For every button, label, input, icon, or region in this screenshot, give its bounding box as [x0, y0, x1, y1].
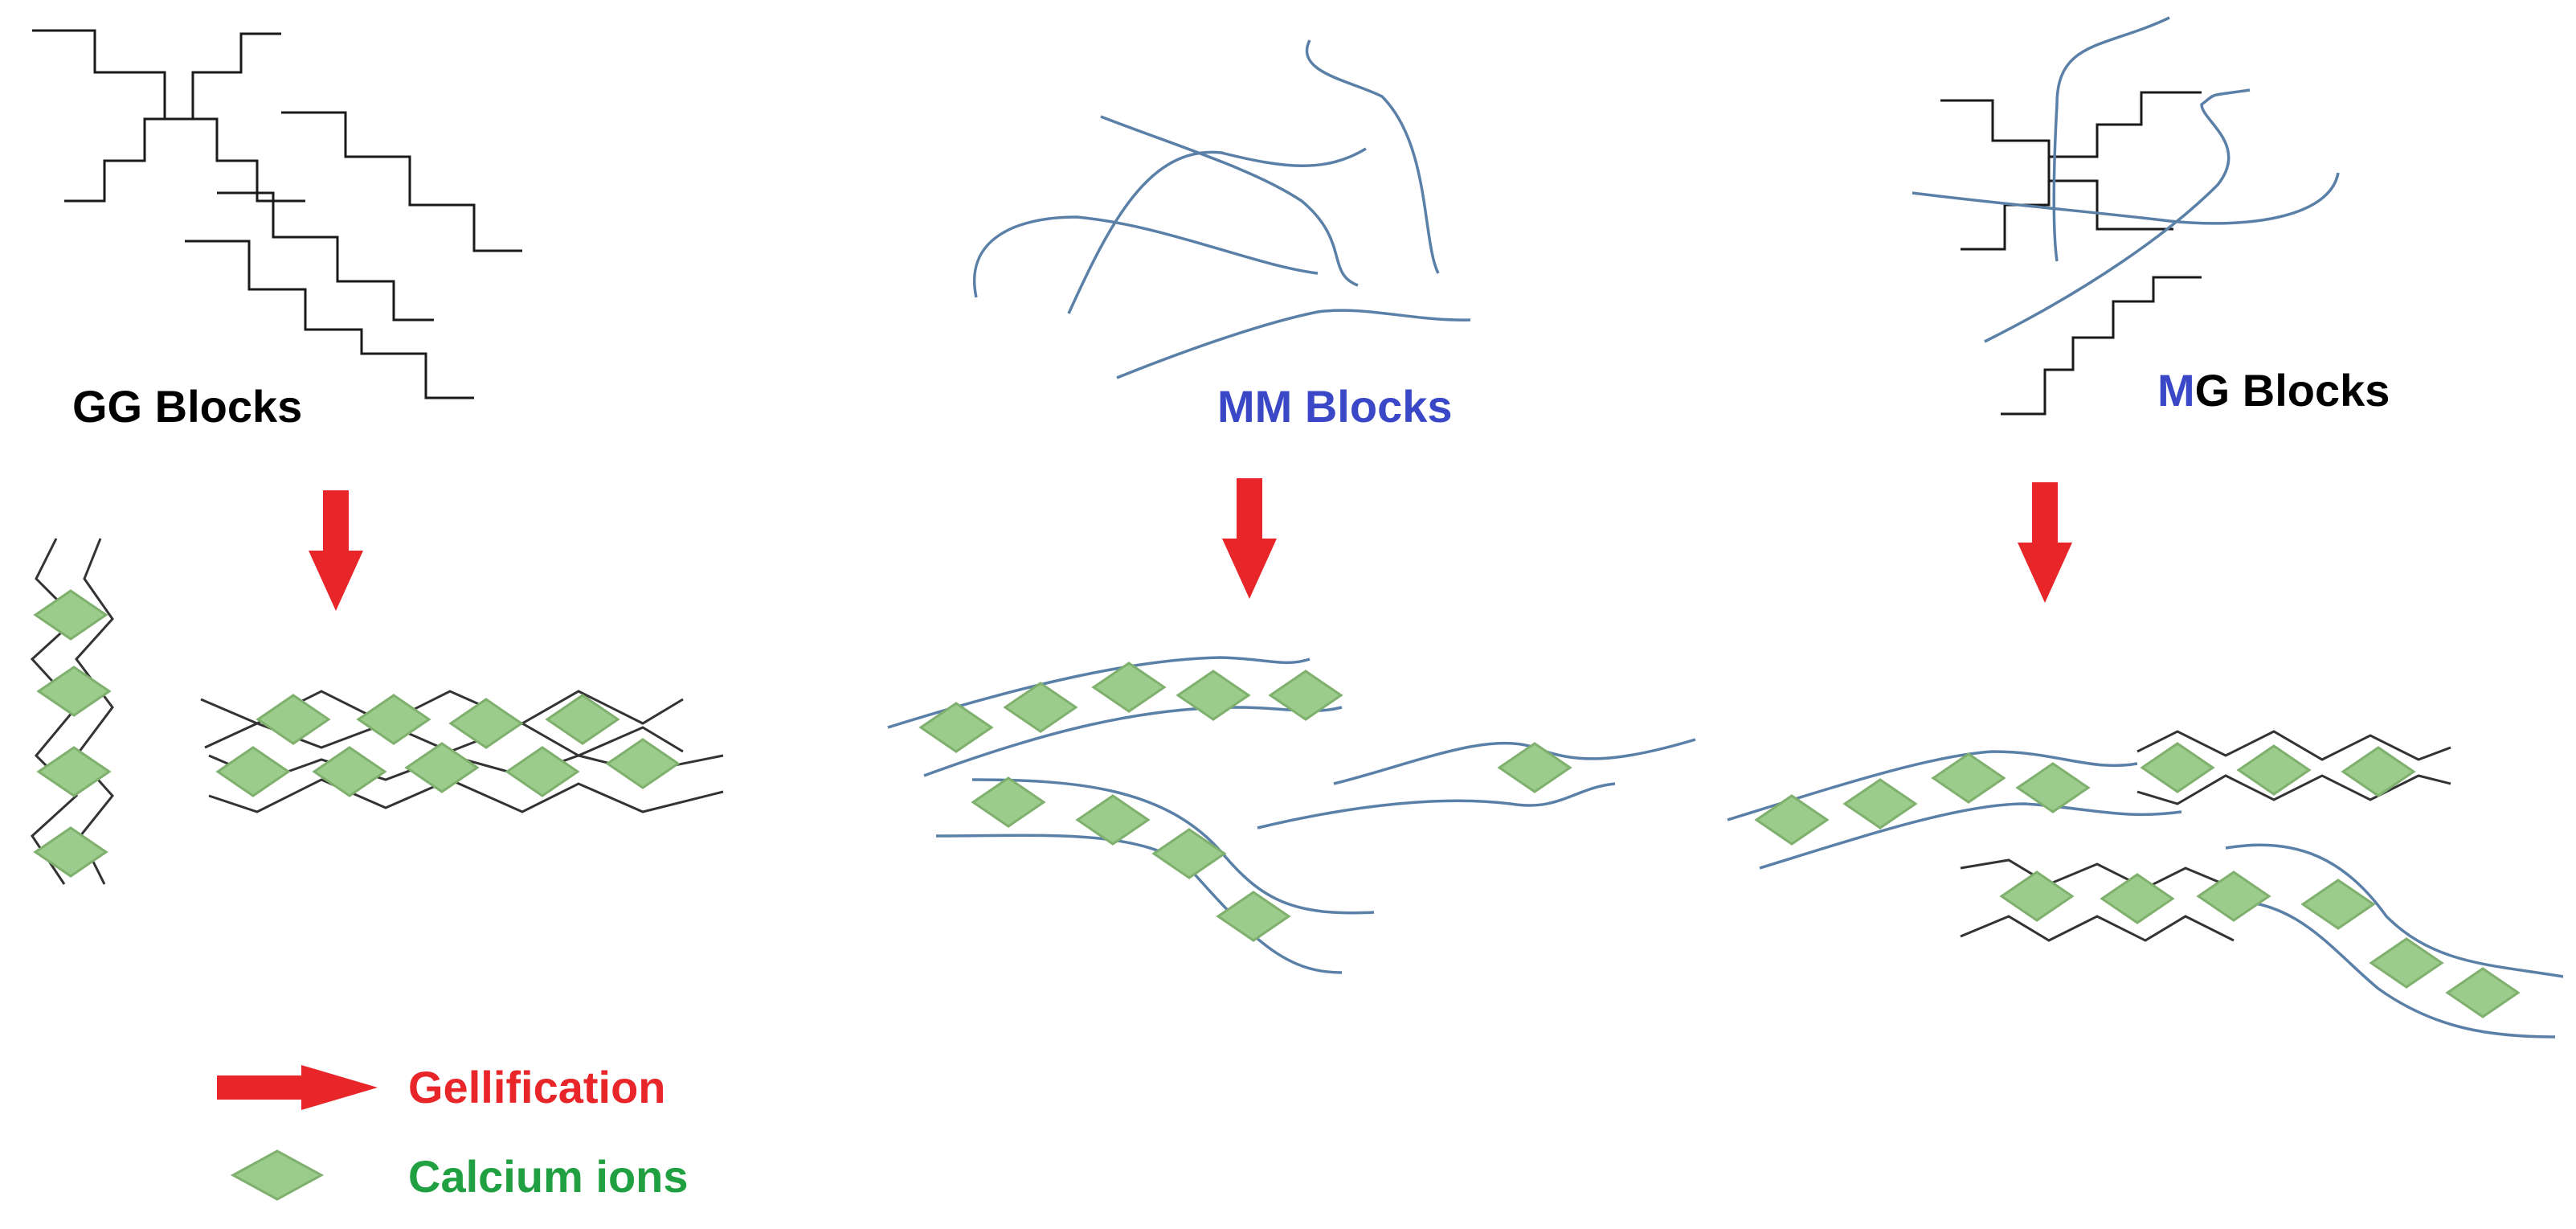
calcium-ion: [1176, 670, 1250, 721]
m-chain: [1067, 147, 1367, 314]
legend-calcium-ion-icon: [230, 1149, 325, 1201]
mg-label-g: G Blocks: [2195, 365, 2390, 416]
calcium-ion: [2141, 742, 2214, 793]
calcium-ion: [2100, 873, 2174, 924]
calcium-ion: [2341, 746, 2415, 797]
gellification-arrow-mg: [2018, 482, 2072, 603]
gg-blocks-label: GG Blocks: [72, 381, 302, 432]
calcium-ion: [2370, 937, 2443, 989]
calcium-ion: [1755, 794, 1829, 846]
gellification-arrow-mm: [1222, 478, 1277, 599]
legend-calcium-ions-label: Calcium ions: [408, 1151, 689, 1202]
g-chain: [217, 191, 434, 322]
g-chain: [1961, 91, 2202, 251]
g-chain: [281, 111, 522, 252]
calcium-ion: [1498, 742, 1572, 793]
m-chain: [2052, 16, 2170, 262]
calcium-ion: [1269, 670, 1343, 721]
calcium-ion: [216, 746, 290, 797]
calcium-ion: [919, 702, 993, 753]
m-chain: [1100, 115, 1359, 287]
calcium-ion: [34, 826, 108, 878]
mg-blocks-chains: [1912, 16, 2340, 416]
gg-blocks-chains: [32, 29, 522, 399]
m-chain: [1912, 172, 2340, 225]
calcium-ion: [2446, 967, 2520, 1018]
gellification-arrow-gg: [309, 490, 363, 611]
m-chain: [1305, 39, 1440, 274]
g-chain: [185, 240, 474, 399]
mg-blocks-label: MG Blocks: [2157, 365, 2390, 416]
m-chain: [1984, 88, 2251, 343]
m-chain: [1116, 309, 1471, 379]
calcium-ion: [1843, 778, 1917, 830]
g-chain: [2001, 276, 2202, 416]
calcium-ion: [34, 589, 108, 641]
legend: Gellification Calcium ions: [217, 1062, 689, 1202]
calcium-ion: [37, 746, 111, 797]
legend-gellification-arrow-icon: [217, 1065, 378, 1110]
calcium-ion: [405, 742, 479, 793]
legend-gellification-label: Gellification: [408, 1062, 666, 1112]
calcium-ion: [1152, 828, 1226, 879]
calcium-ion: [606, 738, 680, 789]
gg-eggbox-horizontal: [200, 690, 724, 813]
calcium-ion: [313, 746, 386, 797]
calcium-ion: [1932, 752, 2006, 804]
mg-gelled-structure: [1727, 730, 2564, 1039]
m-chain: [973, 215, 1319, 298]
calcium-ion: [256, 694, 330, 745]
mm-blocks-chains: [973, 39, 1471, 379]
calcium-ion: [2197, 871, 2271, 922]
calcium-ion: [449, 698, 523, 749]
gg-eggbox-vertical: [30, 538, 114, 885]
calcium-ion: [971, 776, 1045, 828]
g-chain: [64, 32, 281, 203]
calcium-ion: [357, 694, 431, 745]
mm-gelled-ribbons: [887, 656, 1696, 974]
calcium-ion: [37, 666, 111, 717]
mg-label-m: M: [2157, 365, 2195, 416]
mm-blocks-label: MM Blocks: [1217, 381, 1453, 432]
g-chain: [32, 29, 305, 203]
